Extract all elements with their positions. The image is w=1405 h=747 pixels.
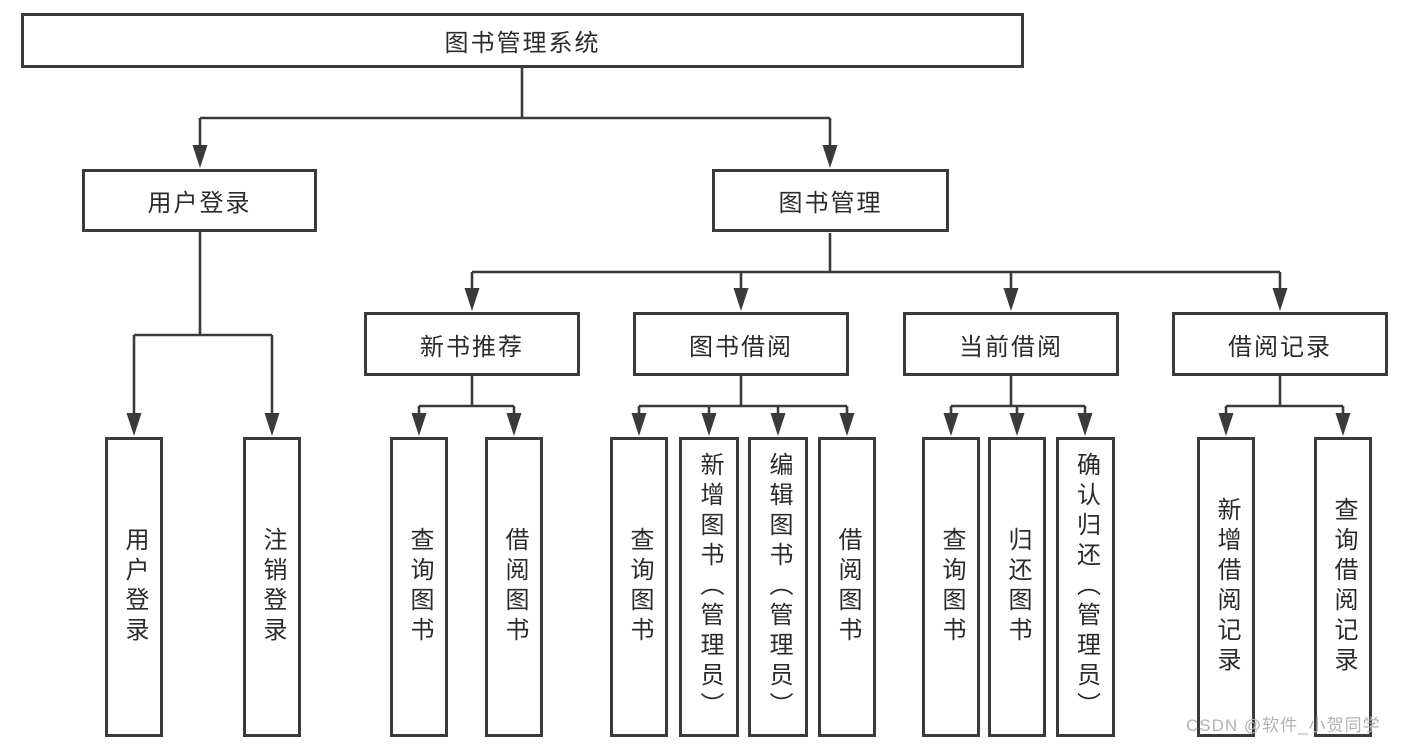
node-current-borrow-label: 当前借阅 <box>959 333 1063 361</box>
arrow-down-icon <box>1218 413 1234 436</box>
leaf-br-add-record: 新增借阅记录 <box>1197 437 1255 737</box>
node-book-borrow: 图书借阅 <box>633 312 849 376</box>
leaf-nbr-query-book-label: 查询图书 <box>406 527 433 647</box>
node-book-management-label: 图书管理 <box>778 190 883 217</box>
arrow-down-icon <box>822 145 838 168</box>
csdn-watermark: CSDN @软件_小贺同学 <box>1186 716 1381 735</box>
leaf-cb-query-book-label: 查询图书 <box>938 527 965 647</box>
node-user-login-label: 用户登录 <box>147 190 252 217</box>
leaf-nbr-borrow-book-label: 借阅图书 <box>501 527 528 647</box>
leaf-bb-add-book-admin-label: 新增图书（管理员） <box>696 452 723 722</box>
leaf-bb-borrow-book-label: 借阅图书 <box>834 527 861 647</box>
arrow-down-icon <box>701 413 717 436</box>
arrow-down-icon <box>506 413 522 436</box>
arrow-down-icon <box>192 145 208 168</box>
leaf-bb-borrow-book: 借阅图书 <box>818 437 876 737</box>
leaf-bb-query-book-label: 查询图书 <box>626 527 653 647</box>
leaf-logout: 注销登录 <box>243 437 301 737</box>
node-borrow-record: 借阅记录 <box>1172 312 1388 376</box>
arrow-down-icon <box>264 413 280 436</box>
arrow-down-icon <box>631 413 647 436</box>
leaf-nbr-query-book: 查询图书 <box>390 437 448 737</box>
leaf-br-add-record-label: 新增借阅记录 <box>1213 497 1240 677</box>
leaf-bb-edit-book-admin-label: 编辑图书（管理员） <box>765 452 792 722</box>
node-book-management: 图书管理 <box>712 169 949 232</box>
leaf-cb-return-book: 归还图书 <box>988 437 1046 737</box>
leaf-cb-confirm-return-admin: 确认归还（管理员） <box>1056 437 1115 737</box>
arrow-down-icon <box>1077 413 1093 436</box>
node-root: 图书管理系统 <box>21 13 1024 68</box>
arrow-down-icon <box>1272 288 1288 311</box>
leaf-cb-return-book-label: 归还图书 <box>1004 527 1031 647</box>
arrow-down-icon <box>770 413 786 436</box>
connector-path <box>132 68 1345 418</box>
leaf-logout-label: 注销登录 <box>259 527 286 647</box>
leaf-bb-add-book-admin: 新增图书（管理员） <box>679 437 739 737</box>
node-user-login: 用户登录 <box>82 169 317 232</box>
node-book-borrow-label: 图书借阅 <box>689 333 793 361</box>
leaf-nbr-borrow-book: 借阅图书 <box>485 437 543 737</box>
arrow-down-icon <box>943 413 959 436</box>
arrow-down-icon <box>126 413 142 436</box>
node-borrow-record-label: 借阅记录 <box>1228 333 1332 361</box>
arrow-down-icon <box>1003 288 1019 311</box>
leaf-cb-confirm-return-admin-label: 确认归还（管理员） <box>1072 452 1100 722</box>
leaf-user-login-label: 用户登录 <box>121 527 148 647</box>
leaf-br-query-record-label: 查询借阅记录 <box>1330 497 1357 677</box>
node-new-book-recommend: 新书推荐 <box>364 312 580 376</box>
arrow-down-icon <box>464 288 480 311</box>
arrow-down-icon <box>839 413 855 436</box>
node-new-book-recommend-label: 新书推荐 <box>420 333 524 361</box>
leaf-user-login: 用户登录 <box>105 437 163 737</box>
arrow-down-icon <box>1009 413 1025 436</box>
arrow-down-icon <box>411 413 427 436</box>
leaf-cb-query-book: 查询图书 <box>922 437 980 737</box>
leaf-br-query-record: 查询借阅记录 <box>1314 437 1372 737</box>
node-root-label: 图书管理系统 <box>444 30 601 57</box>
arrow-down-icon <box>1335 413 1351 436</box>
arrow-down-icon <box>733 288 749 311</box>
leaf-bb-edit-book-admin: 编辑图书（管理员） <box>748 437 808 737</box>
leaf-bb-query-book: 查询图书 <box>610 437 668 737</box>
node-current-borrow: 当前借阅 <box>903 312 1119 376</box>
arrowheads <box>126 145 1351 436</box>
